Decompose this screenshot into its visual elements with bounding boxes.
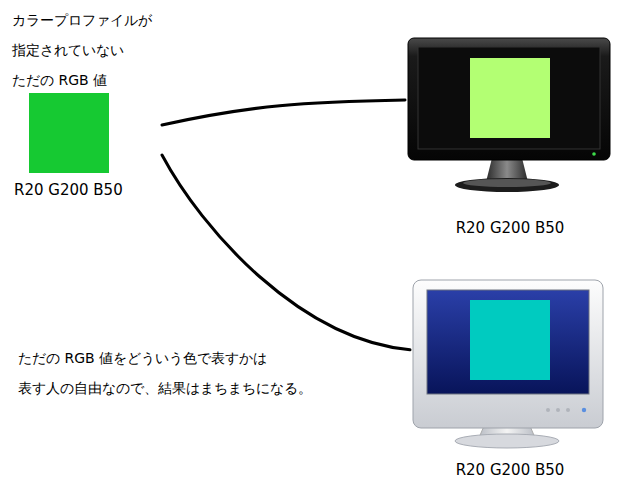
displayed-color: [470, 58, 550, 138]
power-led: [592, 152, 596, 156]
note-text: ただの RGB 値をどういう色で表すかは 表す人の自由なので、結果はまちまちにな…: [18, 343, 318, 403]
power-led: [582, 408, 586, 412]
monitor-screen: [418, 47, 600, 149]
displayed-color: [470, 300, 550, 380]
rgb-value: R20 G200 B50: [410, 460, 610, 480]
color-swatch: [29, 93, 109, 173]
monitor-screen: [427, 290, 589, 394]
connector-line: [162, 100, 405, 125]
heading-text: カラープロファイルが 指定されていない ただの RGB 値: [12, 5, 162, 95]
monitor-button: [566, 408, 570, 412]
monitor-base: [455, 434, 559, 448]
monitor-button: [556, 408, 560, 412]
source-value: カラープロファイルが 指定されていない ただの RGB 値 R20 G200 B5…: [12, 5, 162, 205]
rgb-value: R20 G200 B50: [14, 180, 160, 200]
monitor-frame: [408, 38, 610, 160]
monitor-base: [455, 178, 559, 192]
monitor-node: R20 G200 B50: [410, 278, 610, 483]
connector-line: [162, 155, 410, 350]
silver-monitor: [413, 280, 603, 448]
monitor-frame: [413, 280, 603, 428]
monitor-button: [546, 408, 550, 412]
black-monitor: [408, 38, 610, 192]
monitor-base-shine: [463, 179, 551, 187]
rgb-value: R20 G200 B50: [405, 218, 615, 238]
monitor-node: R20 G200 B50: [405, 35, 615, 240]
